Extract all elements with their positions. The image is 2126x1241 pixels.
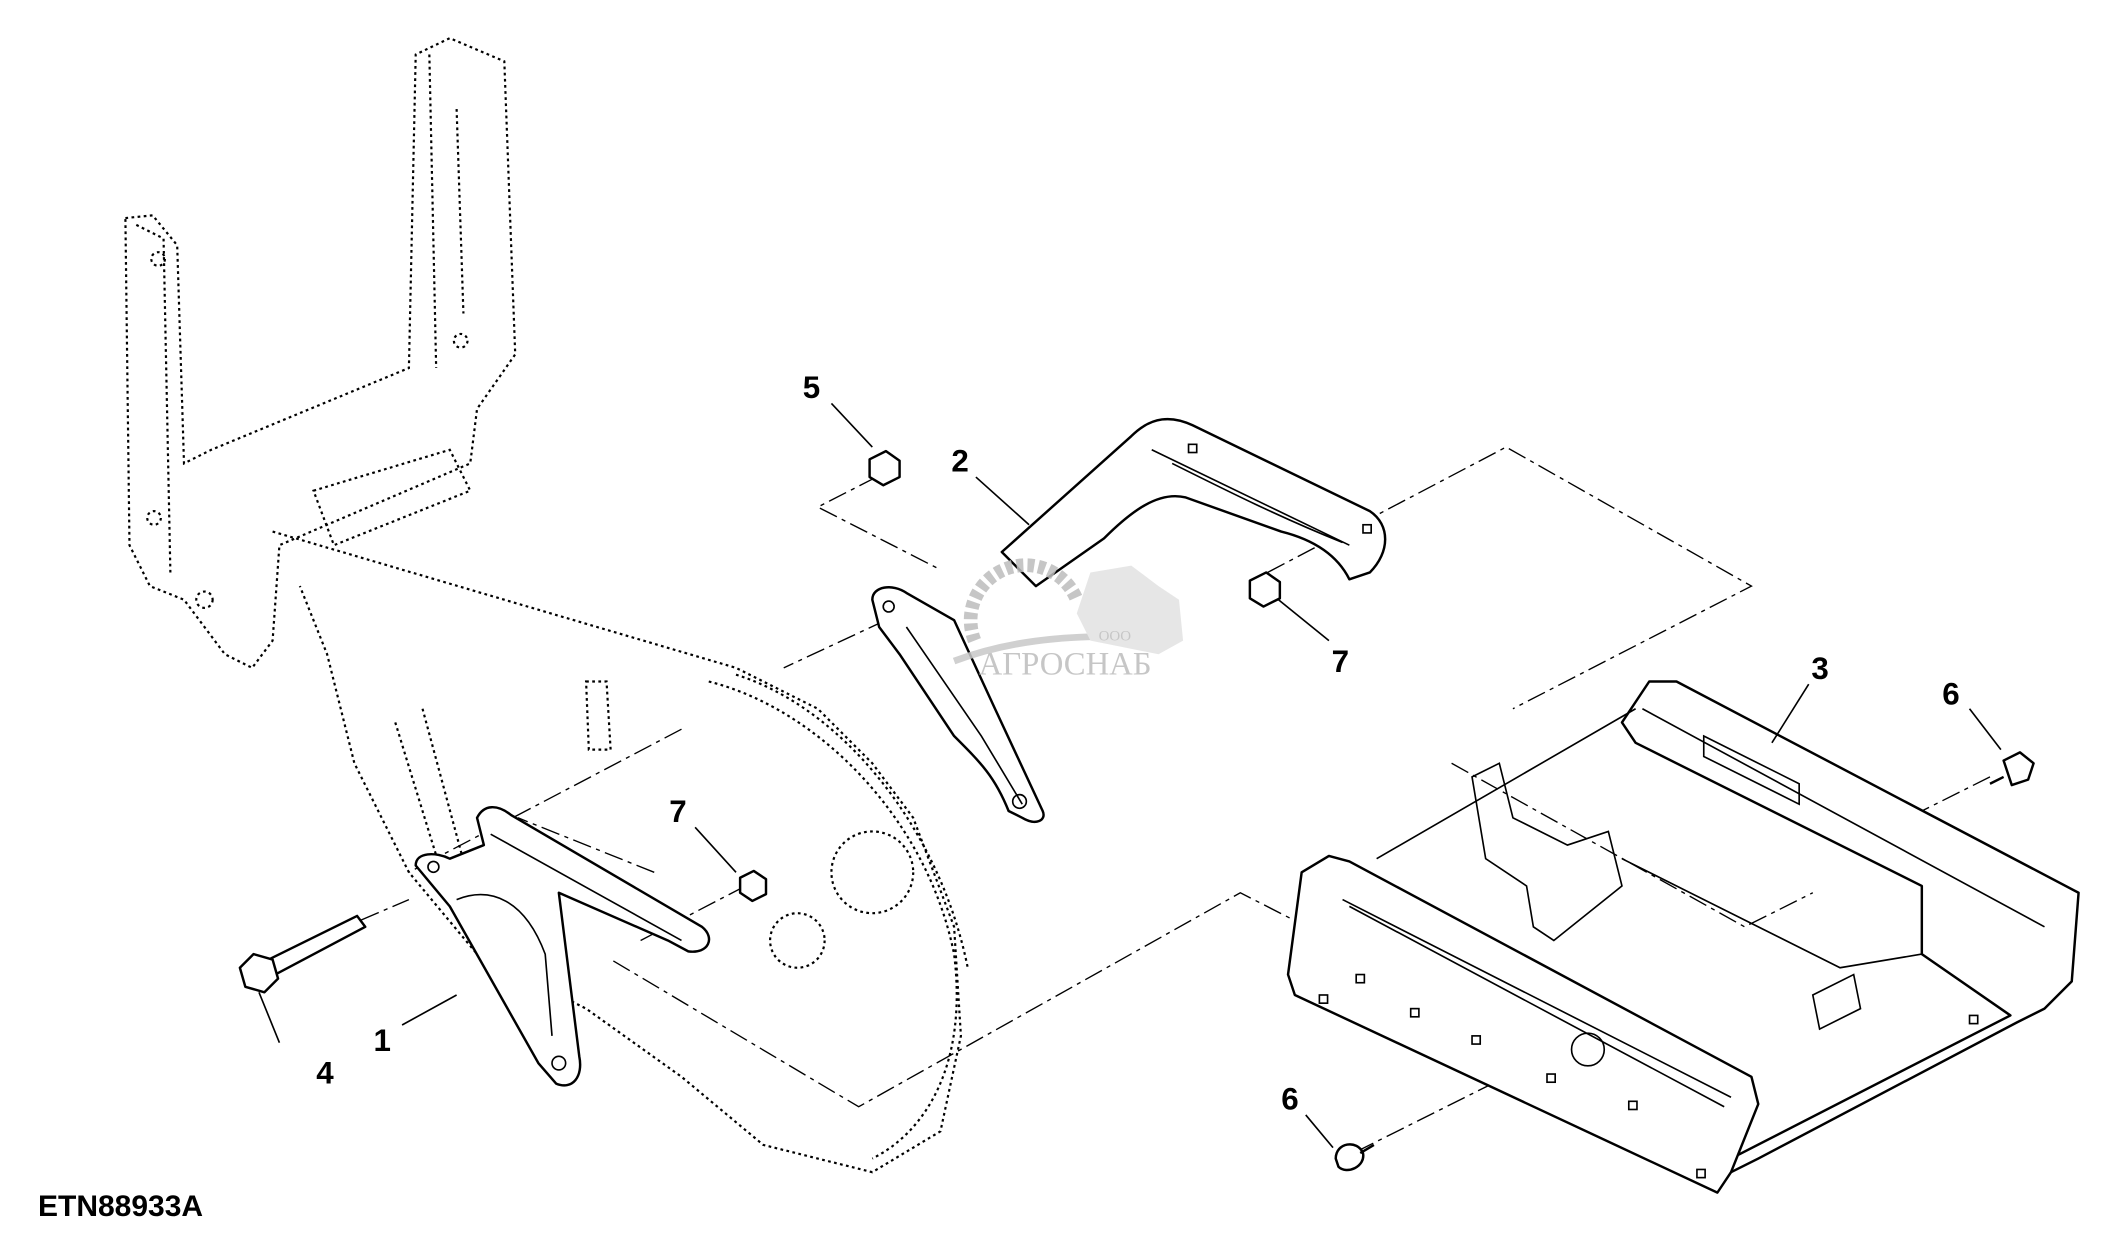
assembly-lines — [360, 446, 1991, 1153]
bracket-part-middle — [871, 586, 1045, 823]
reference-frame-dotted — [124, 36, 969, 1174]
figure-id-label: ETN88933A — [38, 1190, 204, 1223]
callout-5: 5 — [803, 370, 820, 405]
seat-base-part-3 — [1286, 680, 2080, 1194]
callout-7-upper: 7 — [1332, 644, 1349, 679]
bracket-part-1 — [414, 806, 711, 1087]
screw-part-6-upper — [1989, 751, 2035, 787]
callout-6-lower: 6 — [1281, 1081, 1298, 1116]
callout-3: 3 — [1811, 651, 1828, 686]
nut-part-7-upper — [1248, 571, 1282, 608]
bracket-part-2 — [1000, 417, 1387, 588]
bolt-part-4 — [238, 914, 367, 994]
callout-4: 4 — [316, 1056, 334, 1091]
svg-text:АГРОСНАБ: АГРОСНАБ — [979, 647, 1152, 683]
nut-part-7-lower — [738, 869, 768, 903]
nut-part-5 — [868, 449, 901, 487]
callout-7-lower: 7 — [669, 794, 686, 829]
screw-part-6-lower — [1334, 1143, 1375, 1172]
agrosnab-watermark-logo: ООО АГРОСНАБ — [952, 558, 1184, 683]
callout-leaders — [258, 402, 2002, 1149]
callout-2: 2 — [951, 444, 968, 479]
callout-1: 1 — [373, 1023, 390, 1058]
callout-6-upper: 6 — [1942, 677, 1959, 712]
svg-text:ООО: ООО — [1099, 629, 1132, 645]
